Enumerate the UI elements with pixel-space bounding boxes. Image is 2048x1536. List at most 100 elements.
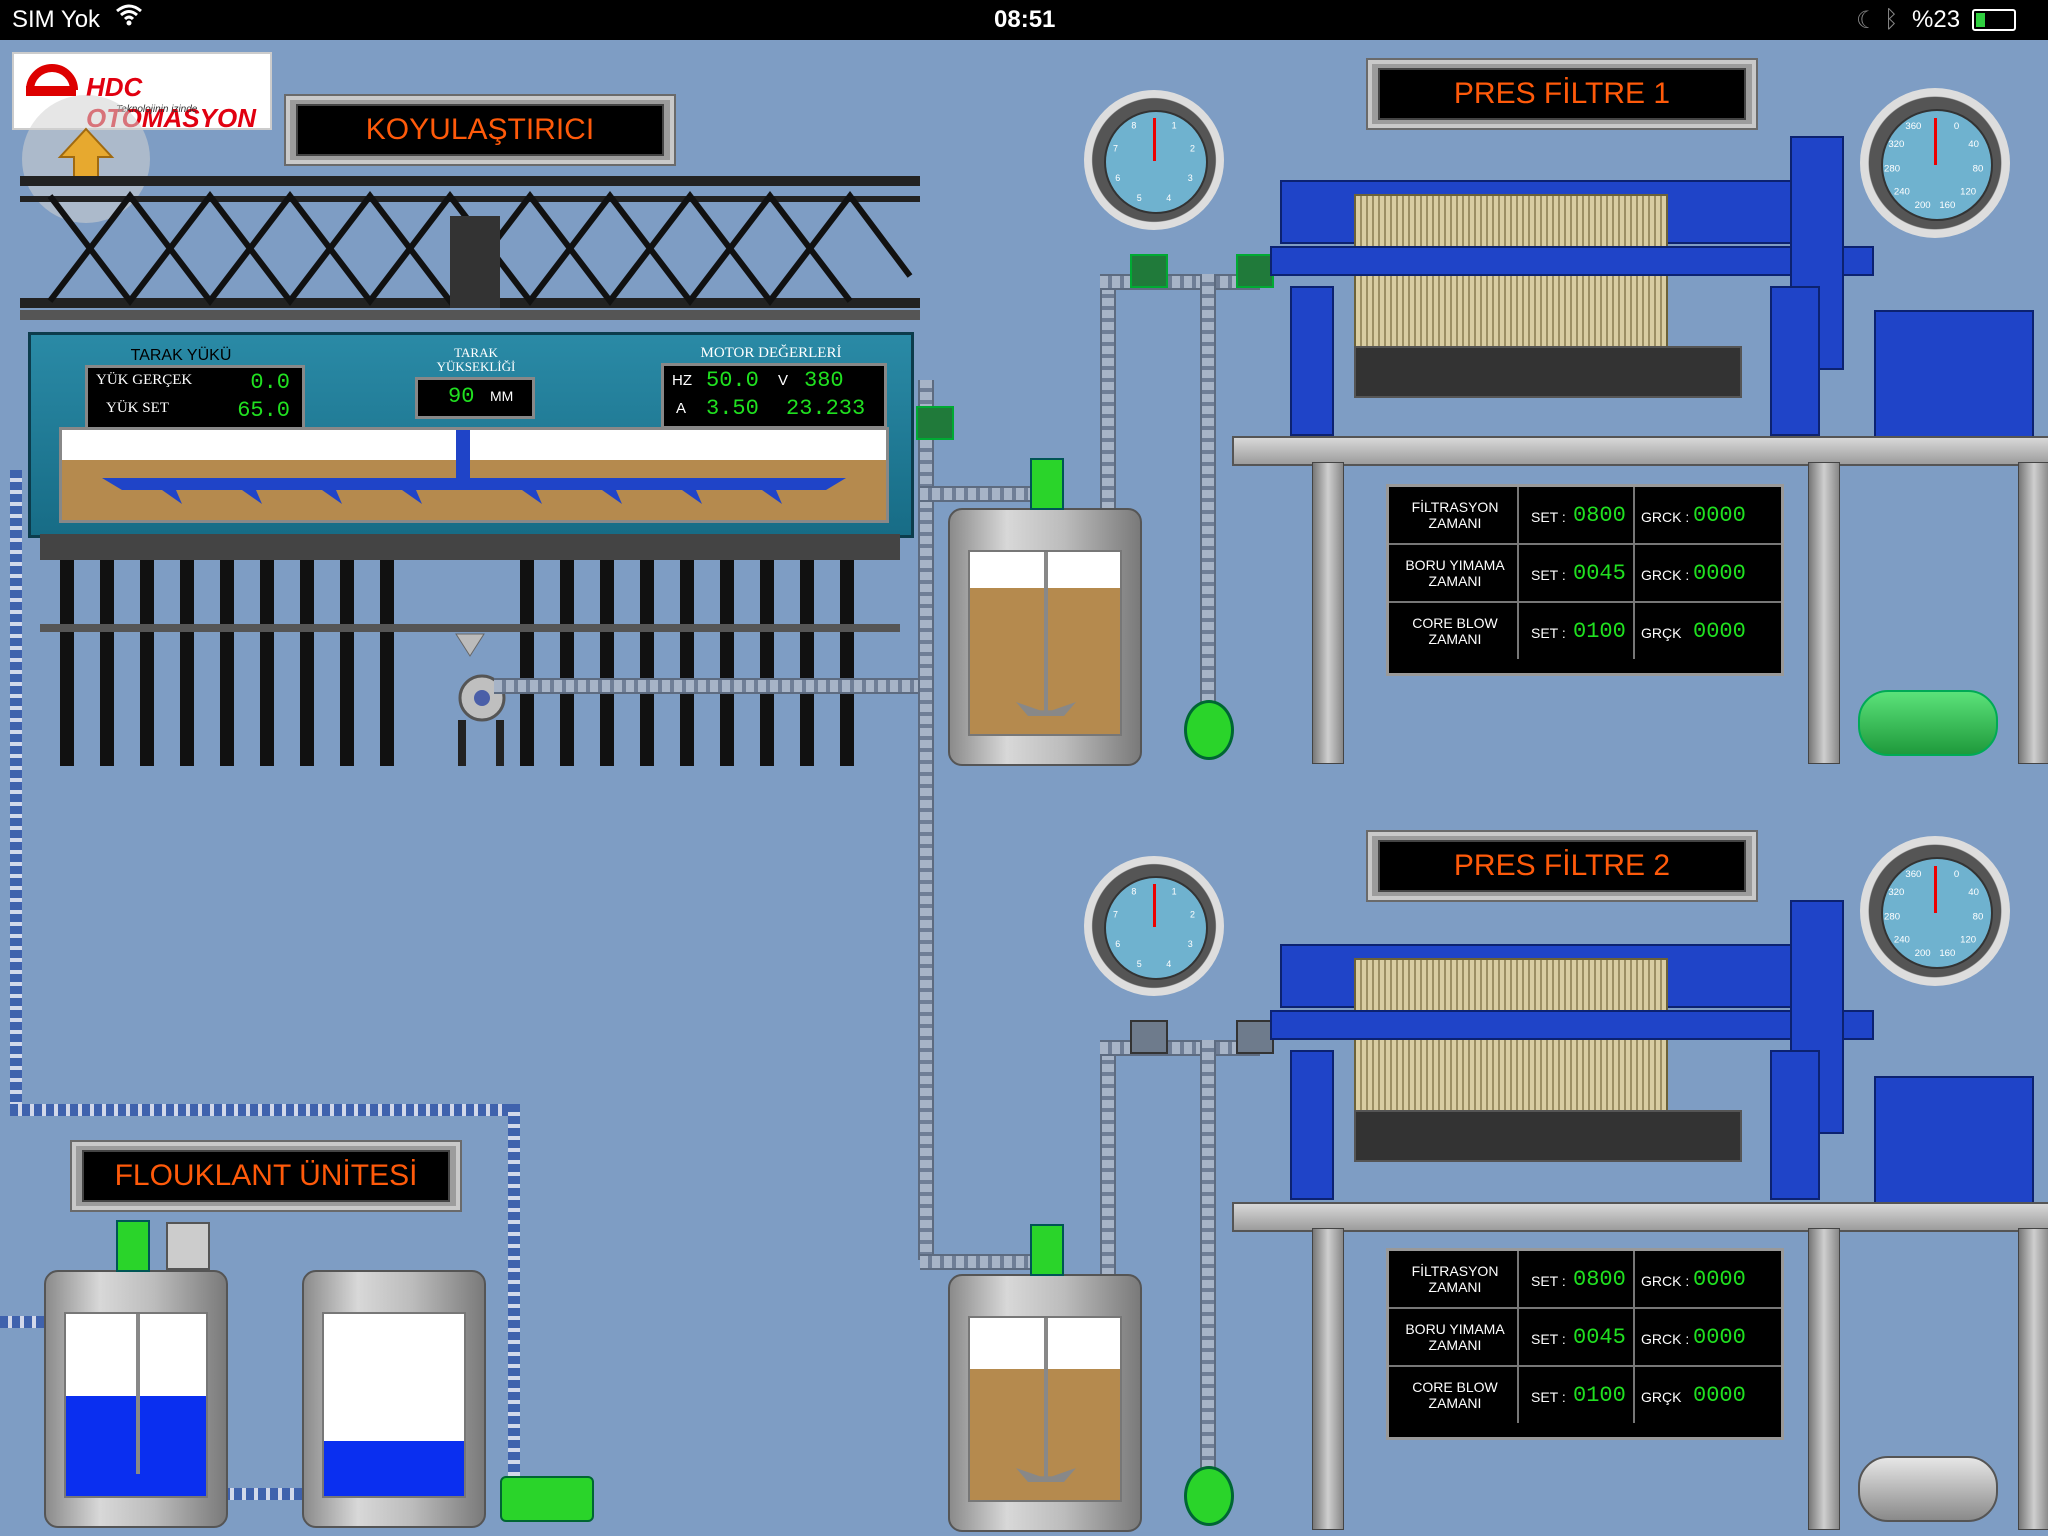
load-header: TARAK YÜKÜ [130,347,232,364]
press2-row-pipe-wash-act-label: GRCK : [1641,1331,1690,1347]
flocculant-inlet [0,1316,50,1328]
motor-extra-value: 23.233 [786,396,866,421]
gauge-tick-label: 1 [1172,120,1177,130]
press2-platform-leg-3 [2018,1228,2048,1530]
press2-platform-leg-1 [1312,1228,1344,1530]
gauge-tick-label: 320 [1888,887,1904,898]
hz-value: 50.0 [706,368,759,393]
v-label: V [778,372,789,389]
gauge-tick-label: 7 [1113,143,1118,153]
gauge-tick-label: 360 [1905,121,1921,132]
flocculant-tank-2 [302,1270,486,1528]
gauge-tick-label: 3 [1188,173,1193,183]
flocculant-pump[interactable] [500,1476,594,1522]
press1-hydraulic-unit [1874,310,2034,438]
press2-platform-leg-2 [1808,1228,1840,1530]
gauge-tick-label: 8 [1131,886,1136,896]
press2-row-filtration-act-value: 0000 [1693,1267,1746,1292]
flocculant-tank-2-level [324,1441,464,1496]
mixer-tank-bottom [948,1224,1142,1532]
press1-row-pipe-wash: BORU YIMAMA ZAMANI SET :0045 GRCK :0000 [1389,545,1781,603]
press1-row-filtration-set-value[interactable]: 0800 [1573,503,1626,528]
press1-row-core-blow-label: CORE BLOW ZAMANI [1412,615,1498,647]
load-set-value: 65.0 [237,398,290,423]
battery-icon [1972,9,2016,31]
press1-valve-a[interactable] [1130,254,1168,288]
thickener-bridge-truss [20,176,920,320]
press2-row-pipe-wash-act-value: 0000 [1693,1325,1746,1350]
height-header-line2: YÜKSEKLİĞİ [436,359,516,374]
gauge-tick-label: 6 [1115,173,1120,183]
press1-valve-b[interactable] [1236,254,1274,288]
press1-leg-right [1770,286,1820,436]
press1-row-filtration-act-value: 0000 [1693,503,1746,528]
press1-rail [1270,246,1874,276]
thickener-rake [102,430,846,504]
hz-label: HZ [672,372,692,389]
flocculant-shaft [136,1314,140,1474]
press2-machine [1270,900,1874,1200]
press2-row-core-blow-set-label: SET : [1531,1389,1566,1405]
gauge-tick-label: 3 [1188,939,1193,949]
height-unit: MM [490,388,514,404]
press2-feed-pump[interactable] [1184,1466,1234,1526]
thickener-title-plate: KOYULAŞTIRICI [284,94,676,166]
press2-row-core-blow-set-value[interactable]: 0100 [1573,1383,1626,1408]
gauge-tick-label: 160 [1939,948,1955,959]
press2-hydraulic-unit [1874,1076,2034,1204]
gauge-tick-label: 240 [1894,186,1910,197]
gauge-tick-label: 4 [1166,959,1171,969]
flocculant-tank-2-window [322,1312,466,1498]
press1-feed-pump[interactable] [1184,700,1234,760]
gauge-tick-label: 5 [1137,193,1142,203]
press2-platform [1232,1202,2048,1232]
press1-row-pipe-wash-set-value[interactable]: 0045 [1573,561,1626,586]
load-set-label: YÜK SET [106,400,169,416]
height-panel: 90 MM [415,377,535,419]
tank-inlet-valve[interactable] [916,406,954,440]
top-tank-inlet-pipe [920,486,1040,502]
a-label: A [676,400,687,417]
bottom-tank-inlet-pipe [920,1254,1040,1270]
flocculant-motor[interactable] [116,1220,150,1272]
gauge-tick-label: 4 [1166,193,1171,203]
press1-row-core-blow-set-value[interactable]: 0100 [1573,619,1626,644]
press2-valve-b[interactable] [1236,1020,1274,1054]
gauge-tick-label: 200 [1915,948,1931,959]
press2-row-filtration-set-value[interactable]: 0800 [1573,1267,1626,1292]
press1-row-core-blow-set-label: SET : [1531,625,1566,641]
mixer-motor-bottom [1030,1224,1064,1276]
press2-leg-right [1770,1050,1820,1200]
press1-row-core-blow-act-value: 0000 [1693,619,1746,644]
load-actual-label: YÜK GERÇEK [96,372,193,388]
press2-leg-left [1290,1050,1334,1200]
press1-compressor[interactable] [1858,690,1998,756]
flocculant-tank-1 [44,1220,228,1528]
dosing-hopper [166,1222,210,1270]
battery-text: %23 [1912,6,1961,33]
press1-row-core-blow-act-label: GRÇK [1641,625,1682,641]
press1-leg-left [1290,286,1334,436]
motor-panel: HZ 50.0 V 380 A 3.50 23.233 [661,363,887,429]
press1-return-vertical [1200,274,1216,714]
bluetooth-icon: ᛒ [1884,6,1899,33]
a-value: 3.50 [706,396,759,421]
press1-row-pipe-wash-act-value: 0000 [1693,561,1746,586]
press2-row-core-blow-act-value: 0000 [1693,1383,1746,1408]
flocculant-return-horizontal [10,1104,520,1116]
flocculant-transfer [210,1488,310,1500]
thickener-tank: TARAK YÜKÜ YÜK GERÇEK 0.0 YÜK SET 65.0 T… [28,332,914,538]
press1-row-pipe-wash-label: BORU YIMAMA ZAMANI [1405,557,1505,589]
press2-row-pipe-wash-set-value[interactable]: 0045 [1573,1325,1626,1350]
press2-valve-a[interactable] [1130,1020,1168,1054]
press1-row-filtration: FİLTRASYON ZAMANI SET :0800 GRCK :0000 [1389,487,1781,545]
gauge-tick-label: 80 [1973,912,1984,923]
press2-compressor[interactable] [1858,1456,1998,1522]
v-value: 380 [804,368,844,393]
press1-machine [1270,136,1874,436]
press2-row-filtration-act-label: GRCK : [1641,1273,1690,1289]
